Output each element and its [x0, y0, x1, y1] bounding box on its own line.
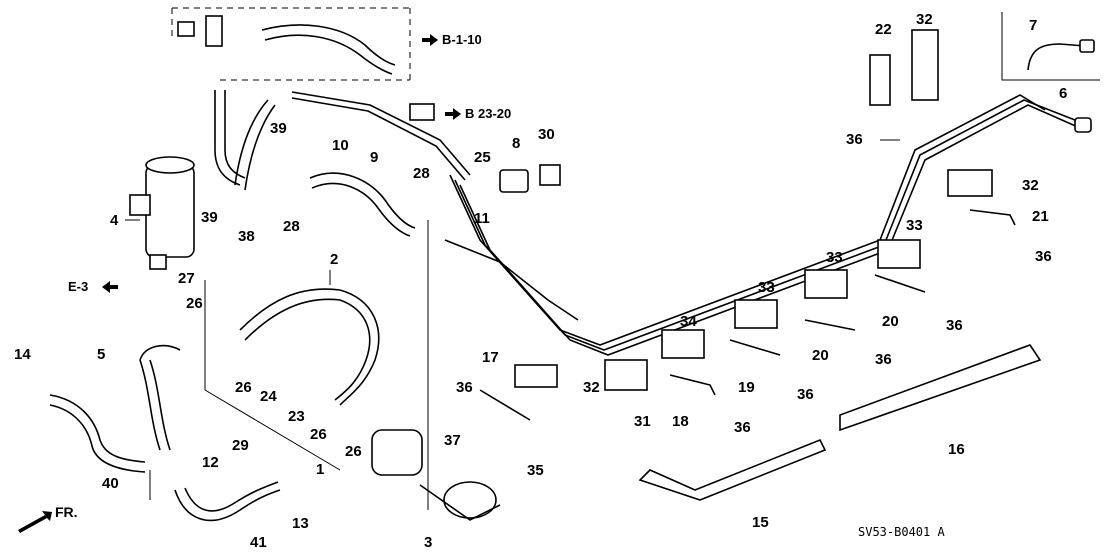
- plate-16: [839, 344, 1042, 432]
- callout-30: 30: [538, 126, 555, 143]
- callout-27: 27: [178, 270, 195, 287]
- callout-17: 17: [482, 349, 499, 366]
- callout-40: 40: [102, 475, 119, 492]
- callout-31: 31: [634, 413, 651, 430]
- pipe-9: [291, 91, 471, 176]
- callout-14: 14: [14, 346, 31, 363]
- callout-36f: 36: [797, 386, 814, 403]
- callout-35: 35: [527, 462, 544, 479]
- callout-36c: 36: [1035, 248, 1052, 265]
- hose-38: [234, 99, 269, 186]
- callout-18: 18: [672, 413, 689, 430]
- callout-4: 4: [110, 212, 119, 229]
- callout-11: 11: [474, 210, 490, 227]
- callout-16: 16: [948, 441, 965, 458]
- pipe-7: [1027, 43, 1086, 71]
- ref-e-3: E-3: [68, 279, 89, 294]
- callout-6: 6: [1059, 85, 1068, 102]
- hose-upper: [214, 90, 241, 186]
- callout-13: 13: [292, 515, 309, 532]
- callout-5: 5: [97, 346, 106, 363]
- hose-5: [139, 344, 181, 361]
- callout-24: 24: [260, 388, 277, 405]
- front-label: FR.: [55, 504, 78, 520]
- ref-arrow-e3-icon: [102, 281, 118, 293]
- callout-34: 34: [680, 313, 697, 330]
- callout-29: 29: [232, 437, 249, 454]
- callout-32b: 32: [916, 11, 933, 28]
- callout-36a: 36: [456, 379, 473, 396]
- hose-2: [239, 288, 380, 406]
- callout-10: 10: [332, 137, 349, 154]
- callout-28b: 28: [413, 165, 430, 182]
- callout-39a: 39: [270, 120, 287, 137]
- callout-32c: 32: [1022, 177, 1039, 194]
- callout-26d: 26: [345, 443, 362, 460]
- callout-26b: 26: [235, 379, 252, 396]
- callout-37: 37: [444, 432, 461, 449]
- plate-15: [638, 438, 827, 501]
- callout-3: 3: [424, 534, 433, 551]
- callout-12: 12: [202, 454, 219, 471]
- callout-1: 1: [316, 461, 325, 478]
- callout-7: 7: [1029, 17, 1038, 34]
- callout-36g: 36: [734, 419, 751, 436]
- callout-9: 9: [370, 149, 379, 166]
- ref-arrow-b110-icon: [422, 34, 438, 46]
- diagram-code: SV53-B0401 A: [858, 525, 945, 539]
- callout-41: 41: [250, 534, 267, 551]
- callout-19: 19: [738, 379, 755, 396]
- callout-32a: 32: [583, 379, 600, 396]
- clip-top: [177, 21, 195, 37]
- leader-lines: [125, 139, 900, 510]
- callout-38: 38: [238, 228, 255, 245]
- clamps: [479, 29, 1016, 421]
- ref-arrow-b2320-icon: [445, 108, 461, 120]
- hose-10: [309, 172, 416, 229]
- ref-b-1-10: B-1-10: [442, 32, 482, 47]
- callout-8: 8: [512, 135, 521, 152]
- front-arrow-icon: [18, 511, 52, 533]
- callout-22: 22: [875, 21, 892, 38]
- ref-b-23-20: B 23-20: [465, 106, 512, 121]
- callout-26a: 26: [186, 295, 203, 312]
- callout-20a: 20: [812, 347, 829, 364]
- callout-26c: 26: [310, 426, 327, 443]
- callout-21: 21: [1032, 208, 1049, 225]
- hose-41: [174, 489, 281, 522]
- callout-23: 23: [288, 408, 305, 425]
- callout-36e: 36: [875, 351, 892, 368]
- inset-frame: [1001, 12, 1100, 81]
- callout-33b: 33: [826, 249, 843, 266]
- callout-15: 15: [752, 514, 769, 531]
- canister-4: [129, 156, 195, 270]
- callout-2: 2: [330, 251, 339, 268]
- hose-40: [49, 394, 146, 463]
- fuel-filter: [371, 429, 501, 521]
- callout-36d: 36: [946, 317, 963, 334]
- callout-36b: 36: [846, 131, 863, 148]
- callout-20b: 20: [882, 313, 899, 330]
- callout-28a: 28: [283, 218, 300, 235]
- callout-25: 25: [474, 149, 491, 166]
- dashed-group-outline: [171, 7, 411, 80]
- valve-top: [205, 15, 223, 47]
- hose-top: [261, 24, 396, 66]
- callout-33c: 33: [906, 217, 923, 234]
- callout-39b: 39: [201, 209, 218, 226]
- callout-33a: 33: [758, 279, 775, 296]
